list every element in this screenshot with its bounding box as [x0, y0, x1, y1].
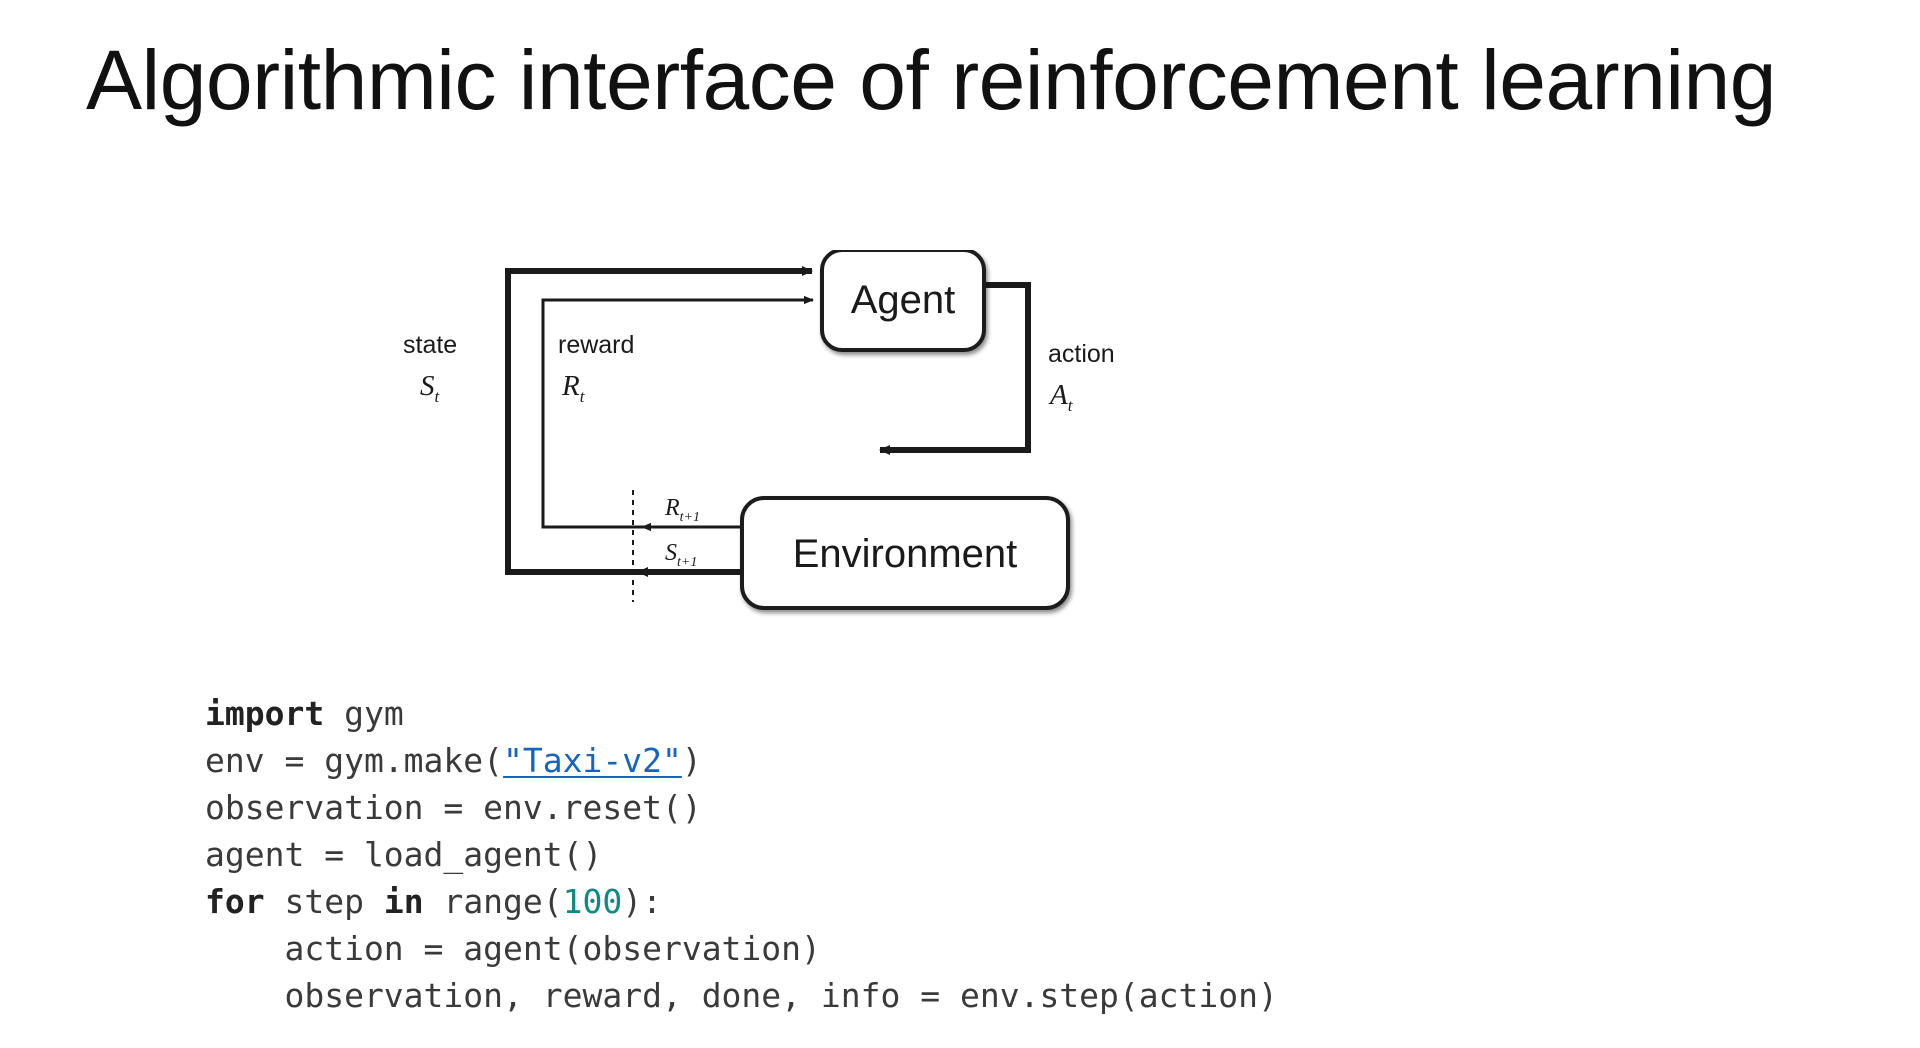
code-token: 100	[562, 882, 623, 921]
code-token: for	[205, 882, 265, 921]
edge-action-label: action	[1048, 340, 1115, 368]
code-token: observation = env.reset()	[205, 788, 702, 827]
env-id-link[interactable]: "Taxi-v2"	[503, 741, 682, 780]
node-agent-label: Agent	[851, 278, 956, 322]
emitted-state-symbol: St+1	[665, 540, 697, 570]
code-token: range(	[423, 882, 563, 921]
code-line: observation, reward, done, info = env.st…	[205, 972, 1278, 1019]
code-line: env = gym.make("Taxi-v2")	[205, 737, 1278, 784]
edge-action	[879, 282, 1031, 455]
emitted-reward-symbol: Rt+1	[664, 495, 700, 525]
code-token: agent = load_agent()	[205, 835, 603, 874]
code-line: agent = load_agent()	[205, 831, 1278, 878]
code-token: import	[205, 694, 325, 733]
code-line: for step in range(100):	[205, 878, 1278, 925]
code-token: observation, reward, done, info = env.st…	[205, 976, 1278, 1015]
code-token: in	[383, 882, 424, 921]
edge-reward-symbol: Rt	[561, 370, 586, 406]
edge-state	[505, 266, 813, 575]
code-token: )	[681, 741, 702, 780]
node-agent	[820, 250, 986, 352]
code-token: gym	[324, 694, 404, 733]
edge-state-symbol: St	[420, 370, 441, 406]
page-title: Algorithmic interface of reinforcement l…	[86, 33, 1776, 127]
node-environment	[740, 496, 1070, 610]
code-line: import gym	[205, 690, 1278, 737]
code-token: action = agent(observation)	[205, 929, 821, 968]
code-token: step	[264, 882, 384, 921]
code-token: ):	[622, 882, 663, 921]
code-line: observation = env.reset()	[205, 784, 1278, 831]
edge-state-label: state	[403, 331, 457, 359]
code-token: env = gym.make(	[205, 741, 504, 780]
rl-loop-diagram: Agent Environment state St reward Rt act…	[380, 250, 1200, 650]
edge-reward-label: reward	[558, 331, 634, 359]
node-environment-label: Environment	[793, 532, 1018, 576]
edge-action-symbol: At	[1048, 379, 1074, 415]
code-line: action = agent(observation)	[205, 925, 1278, 972]
